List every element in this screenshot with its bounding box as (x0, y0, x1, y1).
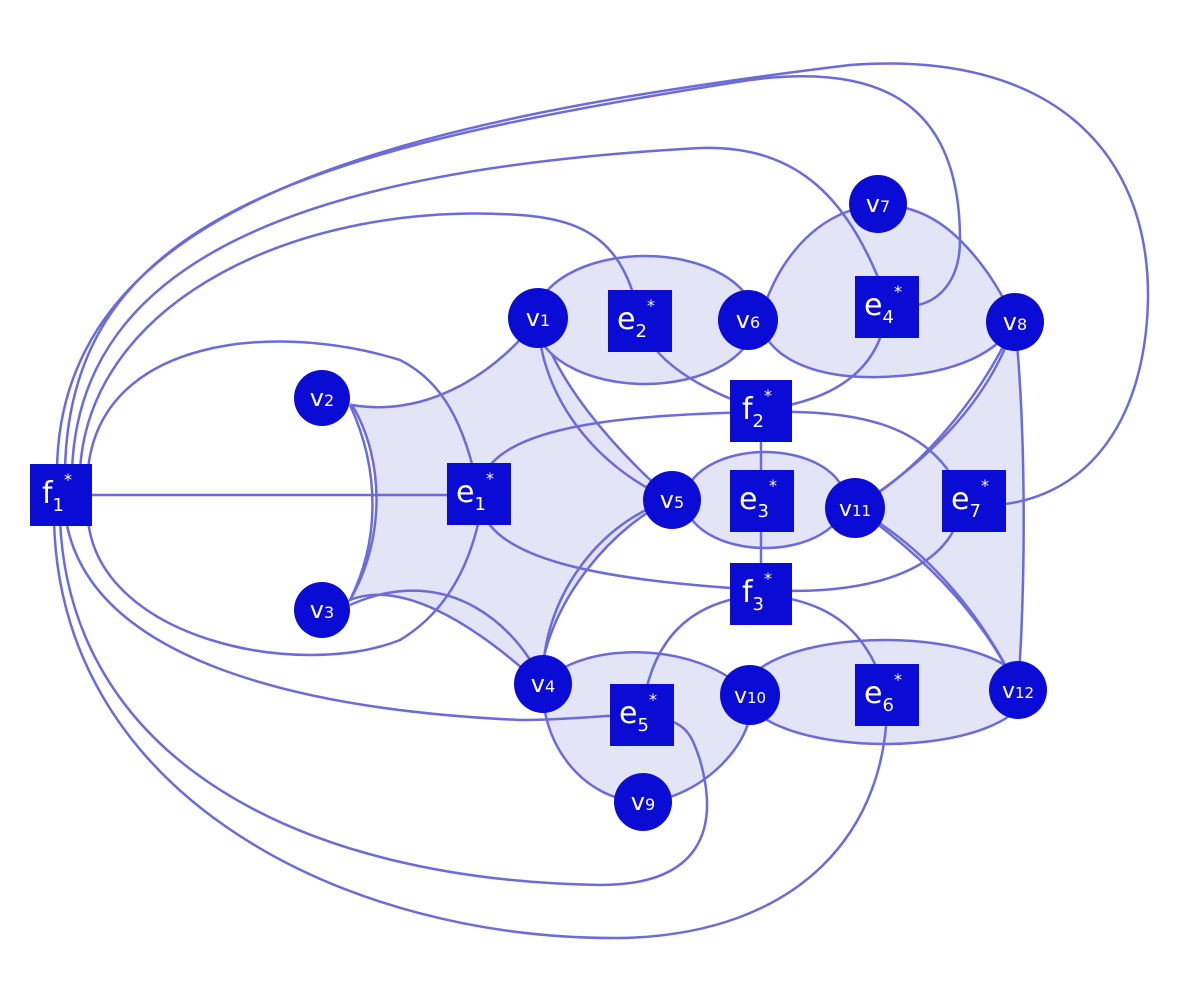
svg-text:v12: v12 (1002, 679, 1034, 704)
dual-edge (55, 62, 1150, 507)
dual-edge (86, 519, 481, 657)
hyperedge-e7-region (852, 321, 1025, 695)
vertex-v2: v2 (294, 370, 350, 426)
dual-edge (64, 519, 643, 722)
dual-node-e3: e3* (730, 470, 794, 532)
vertex-v11: v11 (825, 478, 885, 538)
vertex-v10: v10 (720, 665, 780, 725)
vertex-v4: v4 (514, 655, 572, 713)
svg-text:e3*: e3* (739, 476, 777, 522)
dual-node-f1: f1* (30, 464, 92, 526)
svg-text:v11: v11 (839, 497, 871, 522)
dual-node-e5: e5* (610, 684, 674, 746)
vertex-v12: v12 (989, 661, 1047, 719)
dual-node-e4: e4* (855, 276, 919, 338)
dual-nodes: f1* f2* f3* e1* e2* e3* e4* e5* (30, 276, 1006, 746)
svg-text:v7: v7 (866, 190, 890, 218)
dual-node-f3: f3* (730, 563, 792, 625)
dual-edge (70, 146, 889, 471)
svg-text:f3*: f3* (742, 569, 772, 615)
svg-text:v2: v2 (310, 384, 334, 412)
dual-edge (52, 519, 889, 940)
svg-text:v3: v3 (310, 596, 334, 624)
dual-node-e7: e7* (942, 470, 1006, 532)
vertex-v9: v9 (614, 773, 672, 831)
dual-node-e2: e2* (608, 290, 672, 352)
svg-text:v10: v10 (734, 684, 766, 709)
vertex-v7: v7 (849, 175, 907, 233)
dual-node-f2: f2* (730, 380, 792, 442)
svg-text:e4*: e4* (864, 282, 902, 328)
svg-text:e5*: e5* (619, 690, 657, 736)
svg-text:e6*: e6* (864, 670, 902, 716)
svg-text:e7*: e7* (951, 476, 989, 522)
svg-text:v4: v4 (531, 670, 555, 698)
dual-edge (58, 519, 709, 887)
svg-text:v9: v9 (631, 788, 655, 816)
svg-text:f1*: f1* (42, 470, 72, 516)
vertex-v6: v6 (718, 290, 778, 350)
vertex-v5: v5 (643, 471, 701, 529)
svg-text:v1: v1 (526, 304, 550, 332)
dual-edge (86, 340, 481, 496)
dual-edge (854, 506, 1020, 691)
dual-node-e1: e1* (447, 463, 511, 525)
svg-text:e1*: e1* (456, 469, 494, 515)
vertex-v8: v8 (986, 293, 1044, 351)
svg-text:f2*: f2* (742, 386, 772, 432)
dual-edge (536, 317, 673, 502)
vertex-v3: v3 (294, 582, 350, 638)
vertex-v1: v1 (508, 288, 568, 348)
dual-edge (348, 404, 374, 601)
dual-node-e6: e6* (855, 664, 919, 726)
dual-edge (78, 212, 642, 471)
svg-text:v6: v6 (736, 306, 760, 334)
svg-text:v8: v8 (1003, 308, 1027, 336)
vertices: v1 v2 v3 v4 v5 v6 v7 v8 (294, 175, 1047, 831)
svg-text:v5: v5 (660, 486, 684, 514)
svg-text:e2*: e2* (617, 296, 655, 342)
